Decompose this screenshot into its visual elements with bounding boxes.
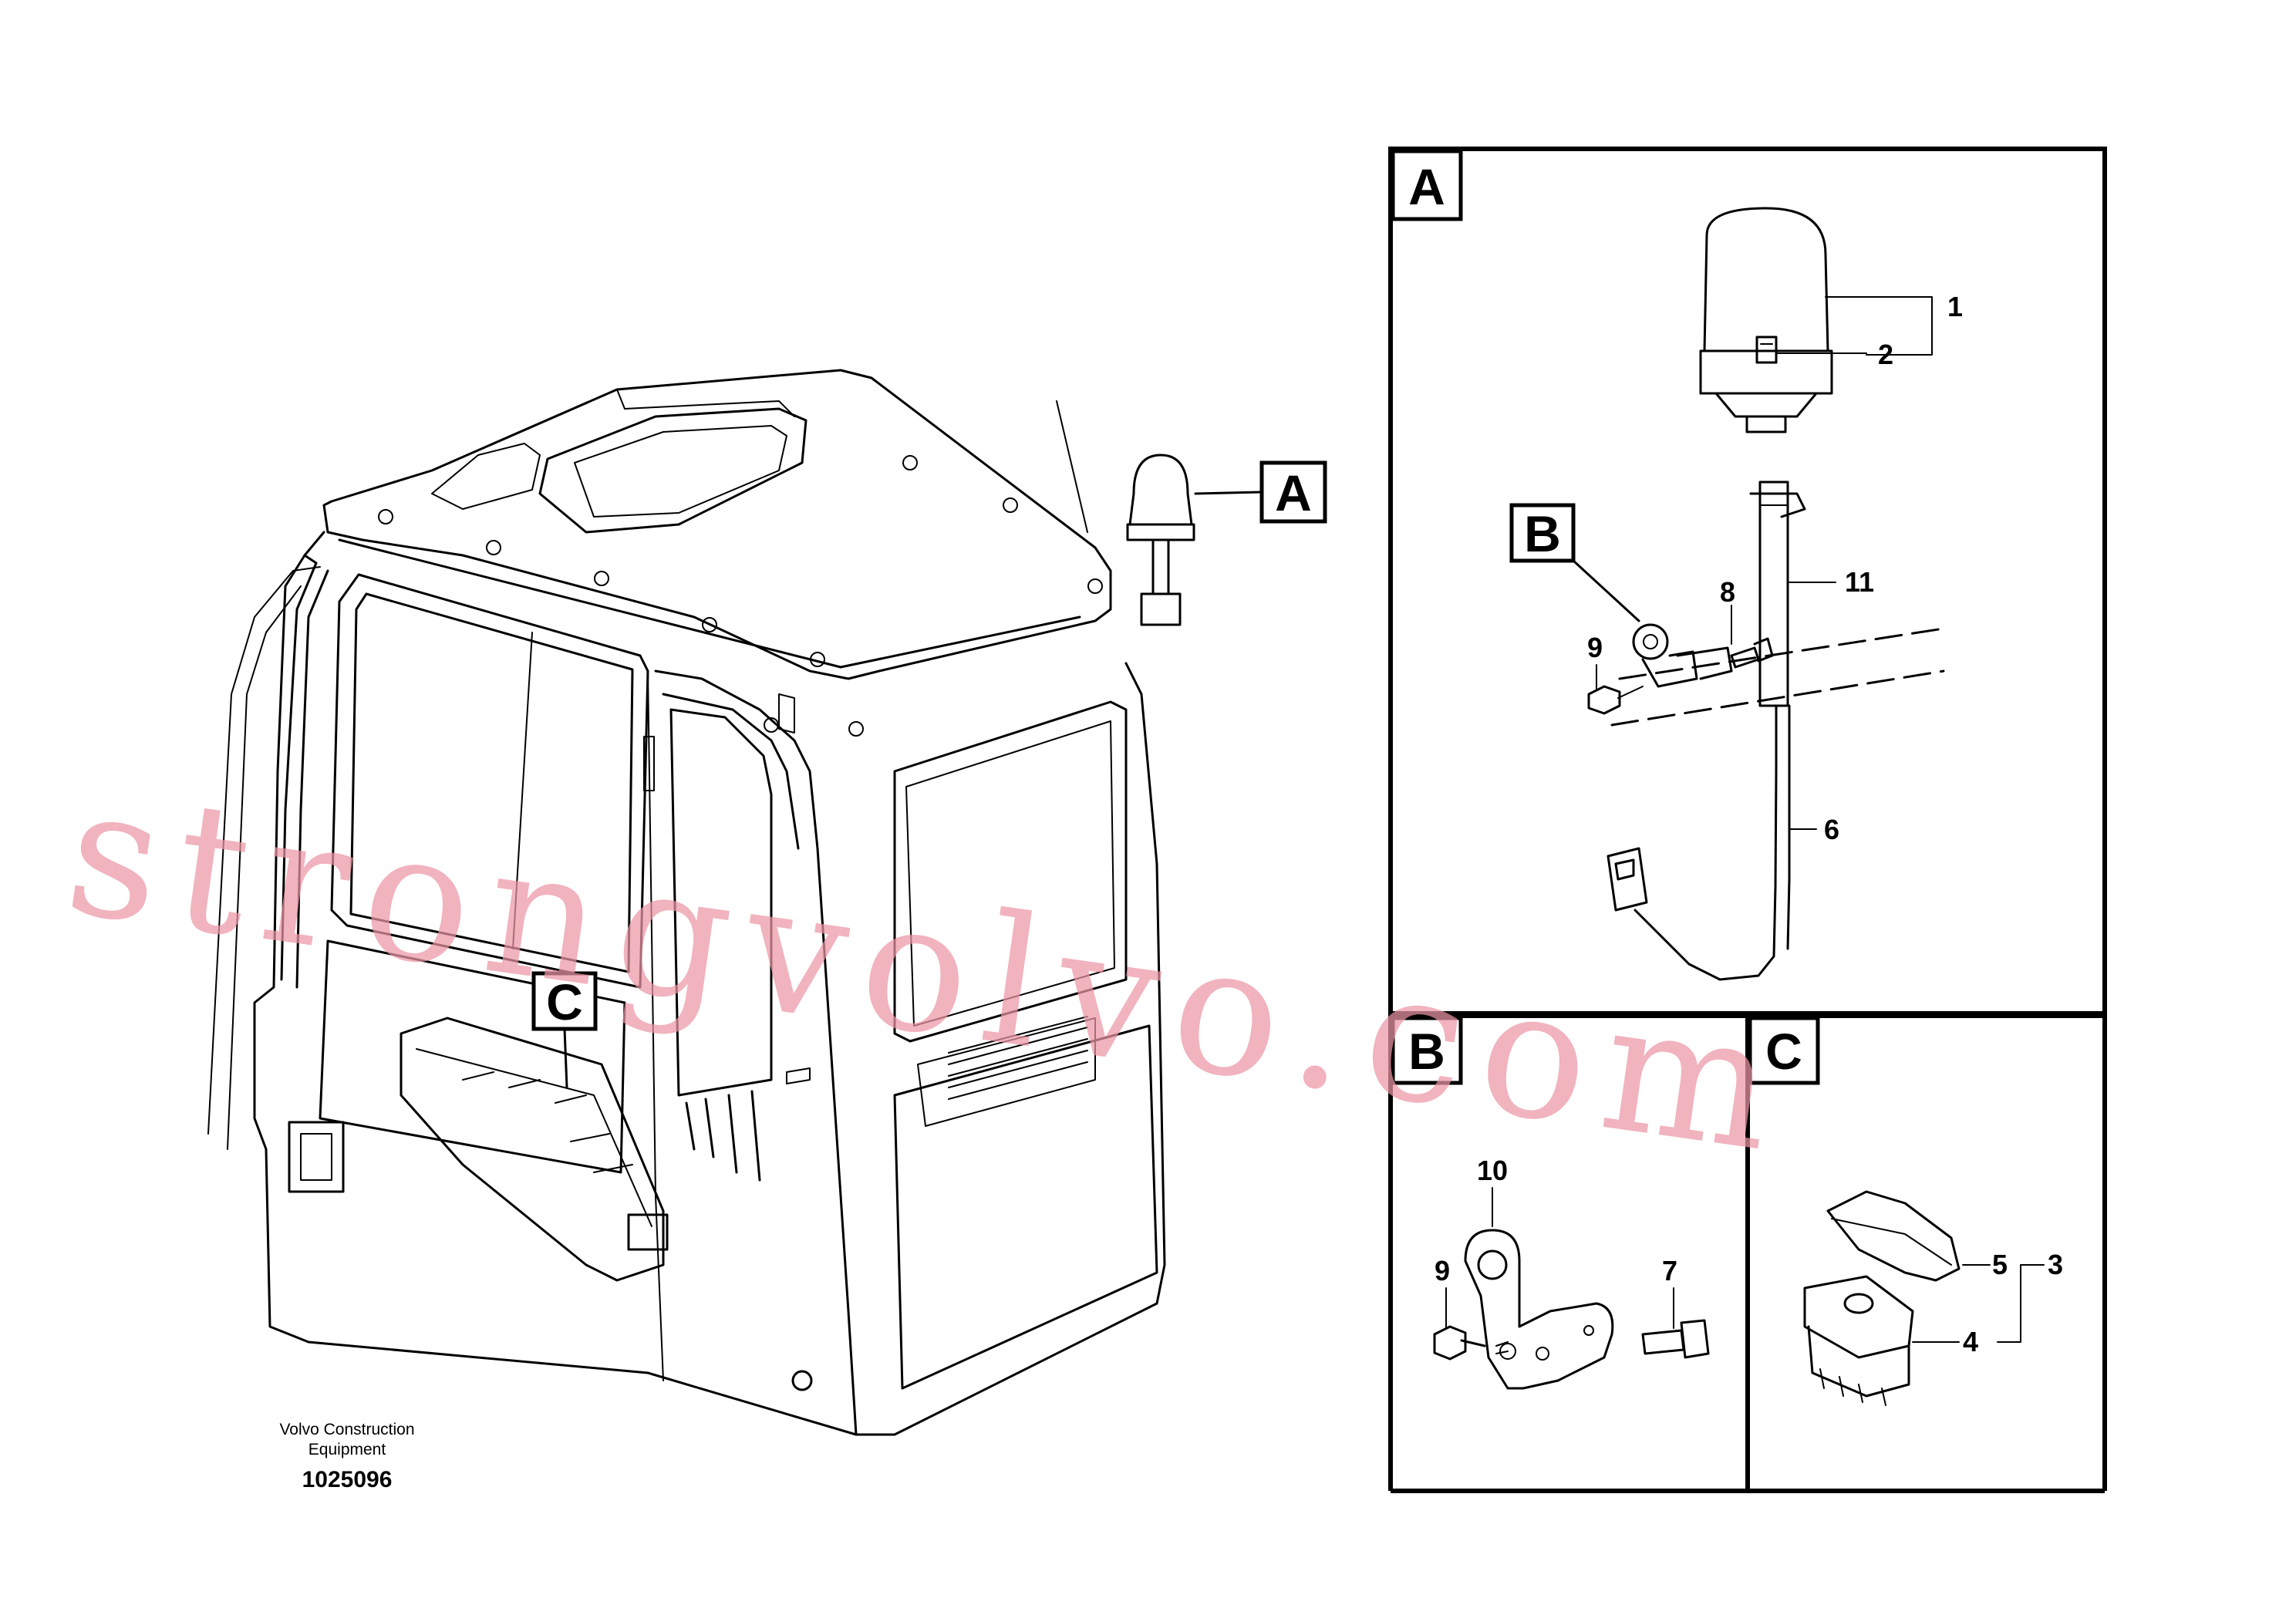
- svg-text:9: 9: [1435, 1255, 1450, 1286]
- svg-text:10: 10: [1477, 1155, 1508, 1186]
- svg-text:11: 11: [1845, 566, 1874, 598]
- svg-text:9: 9: [1587, 632, 1603, 663]
- svg-text:4: 4: [1963, 1326, 1978, 1357]
- svg-text:B: B: [1524, 505, 1561, 562]
- svg-text:6: 6: [1824, 814, 1839, 845]
- watermark: strongvolvo.com: [56, 748, 1802, 1193]
- callout-a-cab: A: [1194, 460, 1327, 524]
- panel-a-beacon: B 1 2 11 8 9 6: [1509, 207, 1963, 981]
- svg-text:7: 7: [1662, 1255, 1677, 1286]
- svg-text:A: A: [1408, 158, 1445, 215]
- panel-b-bracket: 10 9 7: [1433, 1155, 1710, 1390]
- svg-text:strongvolvo.com: strongvolvo.com: [56, 748, 1802, 1193]
- svg-text:1025096: 1025096: [302, 1467, 393, 1492]
- svg-text:1: 1: [1947, 291, 1963, 322]
- detail-frames: A B C: [1388, 147, 2107, 1493]
- svg-text:3: 3: [2048, 1249, 2063, 1280]
- svg-text:B: B: [1408, 1023, 1445, 1080]
- callout-c-cab: C: [531, 971, 598, 1089]
- svg-text:8: 8: [1720, 576, 1735, 608]
- svg-text:2: 2: [1878, 339, 1893, 370]
- svg-text:A: A: [1275, 464, 1312, 521]
- svg-text:C: C: [546, 973, 583, 1030]
- cab-drawing: [207, 369, 1195, 1436]
- svg-text:5: 5: [1992, 1249, 2008, 1280]
- panel-c-switch: 5 3 4: [1803, 1190, 2063, 1406]
- caption: Volvo Construction Equipment 1025096: [279, 1421, 414, 1492]
- svg-text:C: C: [1765, 1023, 1802, 1080]
- svg-text:Equipment: Equipment: [308, 1441, 386, 1458]
- svg-text:Volvo Construction: Volvo Construction: [279, 1421, 414, 1438]
